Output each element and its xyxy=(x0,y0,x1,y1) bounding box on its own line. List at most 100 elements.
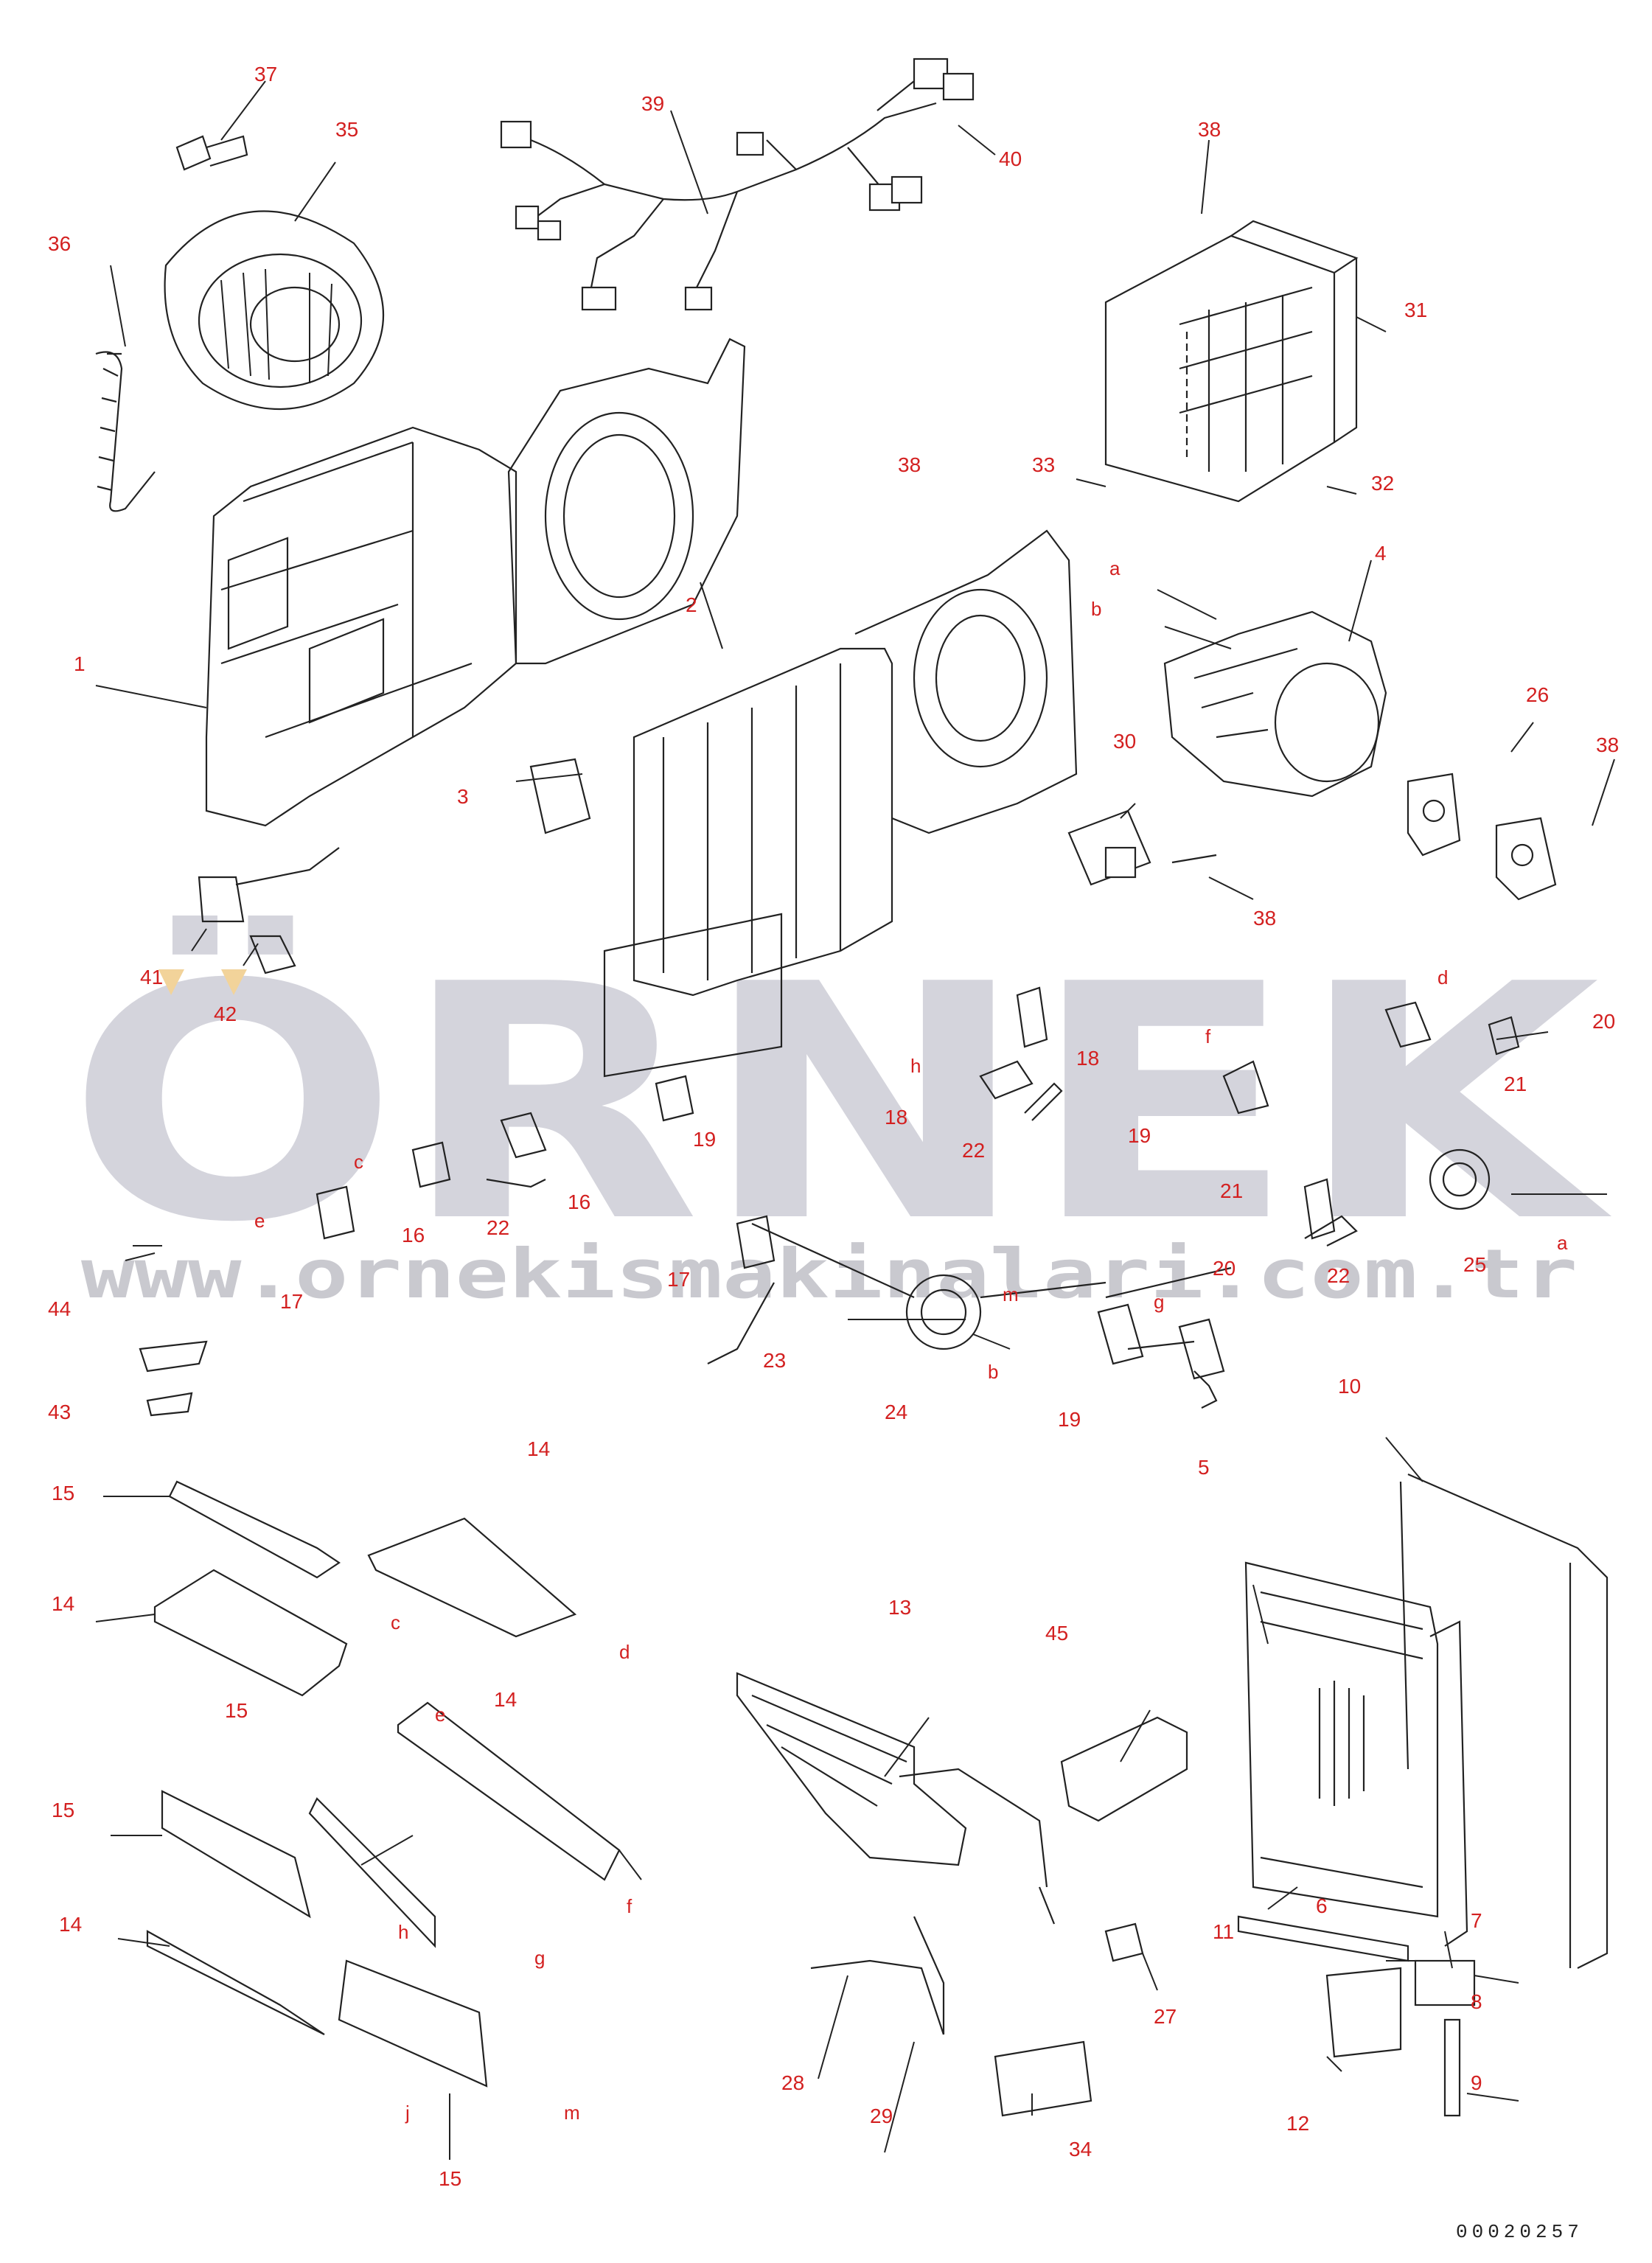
label-4: 4 xyxy=(1375,542,1387,565)
label-44: 44 xyxy=(48,1297,71,1320)
label-43: 43 xyxy=(48,1401,71,1423)
ref-g-top: g xyxy=(1154,1291,1164,1313)
heater-core-13-icon xyxy=(736,1672,1056,1925)
label-25: 25 xyxy=(1463,1253,1486,1276)
ref-h-bottom: h xyxy=(398,1921,408,1943)
ref-d-top: d xyxy=(1437,966,1448,988)
drain-hose-icon xyxy=(95,351,156,512)
ref-c-top: c xyxy=(354,1151,363,1173)
label-33: 33 xyxy=(1032,453,1055,476)
drawing-code: 00020257 xyxy=(1456,2221,1583,2243)
label-2: 2 xyxy=(686,593,697,616)
actuator-26-icon xyxy=(1407,773,1557,901)
ref-b-bottom: b xyxy=(988,1361,998,1383)
label-20a: 20 xyxy=(1592,1010,1615,1033)
label-1: 1 xyxy=(74,652,86,675)
label-15d: 15 xyxy=(439,2167,461,2190)
label-38d: 38 xyxy=(1253,907,1276,930)
unit-4-icon xyxy=(1163,610,1387,798)
label-20b: 20 xyxy=(1213,1257,1235,1280)
links-22-icon xyxy=(486,1082,1358,1364)
ref-e-bottom: e xyxy=(435,1704,445,1726)
label-39: 39 xyxy=(641,92,664,115)
label-42: 42 xyxy=(214,1003,237,1025)
label-23: 23 xyxy=(763,1349,786,1372)
evaporator-icon xyxy=(1237,1473,1609,1969)
label-12: 12 xyxy=(1286,2112,1309,2135)
reference-letters: a a b b c c d d e e f f g g h h j m m xyxy=(254,557,1568,2124)
label-7: 7 xyxy=(1471,1909,1482,1932)
label-16b: 16 xyxy=(568,1190,590,1213)
ref-m-bottom: m xyxy=(564,2102,580,2124)
leader-lines xyxy=(95,80,1615,2160)
label-15a: 15 xyxy=(52,1482,74,1504)
label-40: 40 xyxy=(999,147,1022,170)
ref-e-top: e xyxy=(254,1210,265,1232)
label-41: 41 xyxy=(140,966,163,988)
heater-housing-left-icon xyxy=(205,426,517,827)
label-30: 30 xyxy=(1113,730,1136,753)
doors-14-15-icon xyxy=(146,1480,621,2088)
label-14a: 14 xyxy=(527,1437,550,1460)
label-6: 6 xyxy=(1316,1894,1328,1917)
filter-case-icon xyxy=(1104,220,1359,503)
fittings-icon xyxy=(810,1916,1476,2117)
label-21b: 21 xyxy=(1220,1179,1243,1202)
label-29: 29 xyxy=(870,2105,893,2127)
label-38b: 38 xyxy=(898,453,921,476)
ref-h-top: h xyxy=(910,1055,921,1077)
label-31: 31 xyxy=(1404,299,1427,321)
label-9: 9 xyxy=(1471,2071,1482,2094)
label-14c: 14 xyxy=(494,1688,517,1711)
fan-housing-icon xyxy=(507,338,746,665)
blower-fan-icon xyxy=(164,210,385,411)
part-labels: 1 2 3 4 5 6 7 8 9 10 11 12 13 14 14 14 1… xyxy=(48,63,1619,2190)
ref-j-bottom: j xyxy=(405,2102,410,2124)
label-19a: 19 xyxy=(693,1128,716,1151)
label-21a: 21 xyxy=(1504,1073,1527,1095)
watermark-brand: ÖRNEK xyxy=(66,913,1614,1294)
label-17a: 17 xyxy=(280,1290,303,1313)
label-38c: 38 xyxy=(1596,733,1619,756)
label-16a: 16 xyxy=(402,1224,425,1246)
ref-a-bottom: a xyxy=(1557,1232,1568,1254)
watermark-umlaut-icon xyxy=(158,969,247,995)
label-18a: 18 xyxy=(1076,1047,1099,1070)
dampers-24-25-icon xyxy=(751,1148,1491,1350)
label-34: 34 xyxy=(1069,2138,1092,2161)
label-26: 26 xyxy=(1526,683,1549,706)
misc-44-43-icon xyxy=(139,1340,208,1417)
ref-f-bottom: f xyxy=(627,1895,632,1917)
ref-m-top: m xyxy=(1003,1283,1019,1305)
watermark: ÖRNEK www.ornekismakinalari.com.tr xyxy=(66,913,1614,1314)
ref-b-top: b xyxy=(1091,598,1101,620)
label-15c: 15 xyxy=(52,1799,74,1821)
label-38a: 38 xyxy=(1198,118,1221,141)
label-17b: 17 xyxy=(667,1268,690,1291)
resistor-30-icon xyxy=(1067,809,1217,886)
label-22b: 22 xyxy=(962,1139,985,1162)
label-11: 11 xyxy=(1213,1920,1234,1943)
label-35: 35 xyxy=(335,118,358,141)
small-brackets-icon xyxy=(198,758,1520,1409)
ref-c-bottom: c xyxy=(391,1611,400,1633)
ref-d-bottom: d xyxy=(619,1641,630,1663)
label-14b: 14 xyxy=(52,1592,74,1615)
case-center-icon xyxy=(603,529,1078,1078)
label-28: 28 xyxy=(781,2071,804,2094)
label-36: 36 xyxy=(48,232,71,255)
duct-45-icon xyxy=(1060,1716,1188,1822)
label-18b: 18 xyxy=(885,1106,907,1129)
label-15b: 15 xyxy=(225,1699,248,1722)
label-45: 45 xyxy=(1045,1622,1068,1645)
wire-harness-icon xyxy=(500,57,975,311)
label-10: 10 xyxy=(1338,1375,1361,1398)
screw-37-icon xyxy=(175,135,248,171)
label-22a: 22 xyxy=(487,1216,509,1239)
ref-f-top: f xyxy=(1205,1025,1211,1047)
label-22c: 22 xyxy=(1327,1264,1350,1287)
label-5: 5 xyxy=(1198,1456,1210,1479)
ref-a-top: a xyxy=(1109,557,1120,579)
label-27: 27 xyxy=(1154,2005,1177,2028)
